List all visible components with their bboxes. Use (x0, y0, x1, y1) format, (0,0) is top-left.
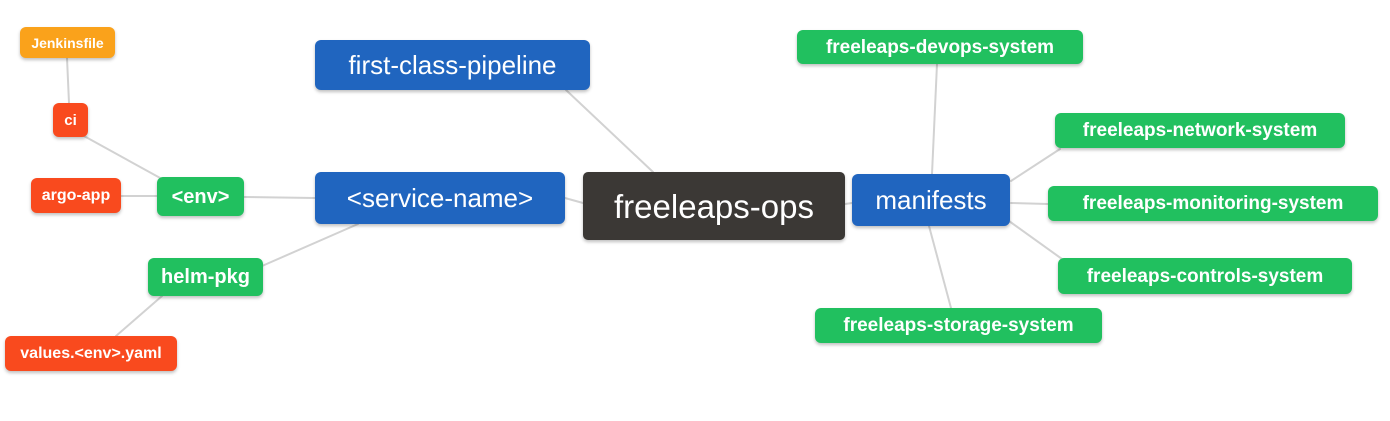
edge-manifests-devops-system (931, 63, 938, 175)
edge-service-name-helm-pkg (261, 223, 359, 267)
edge-jenkinsfile-ci (66, 57, 70, 104)
node-label: freeleaps-network-system (1082, 120, 1318, 141)
node-label: helm-pkg (161, 266, 250, 288)
node-label: values.<env>.yaml (20, 344, 162, 362)
node-argo-app[interactable]: argo-app (31, 178, 121, 213)
node-freeleaps-network-system[interactable]: freeleaps-network-system (1055, 113, 1345, 148)
node-ci[interactable]: ci (53, 103, 88, 137)
node-freeleaps-storage-system[interactable]: freeleaps-storage-system (815, 308, 1102, 343)
node-freeleaps-ops[interactable]: freeleaps-ops (583, 172, 845, 240)
node-label: freeleaps-monitoring-system (1082, 193, 1344, 214)
node-first-class-pipeline[interactable]: first-class-pipeline (315, 40, 590, 90)
edge-first-class-pipeline-freeleaps-ops (565, 89, 654, 173)
edge-env-service-name (243, 196, 316, 199)
node-jenkinsfile[interactable]: Jenkinsfile (20, 27, 115, 58)
edge-freeleaps-ops-manifests (844, 202, 853, 205)
node-label: argo-app (41, 186, 111, 204)
node-helm-pkg[interactable]: helm-pkg (148, 258, 263, 296)
edge-manifests-storage-system (928, 225, 952, 309)
node-label: Jenkinsfile (31, 34, 104, 51)
node-label: freeleaps-controls-system (1086, 265, 1324, 287)
node-label: freeleaps-devops-system (825, 36, 1055, 58)
node-label: ci (64, 111, 77, 129)
node-label: freeleaps-ops (614, 187, 814, 225)
node-service-name[interactable]: <service-name> (315, 172, 565, 224)
edge-service-name-freeleaps-ops (564, 197, 584, 204)
edge-manifests-monitoring-system (1010, 202, 1049, 205)
node-label: freeleaps-storage-system (843, 315, 1074, 336)
node-manifests[interactable]: manifests (852, 174, 1010, 226)
edge-helm-pkg-values-env-yaml (115, 295, 163, 337)
node-env[interactable]: <env> (157, 177, 244, 216)
node-label: <env> (171, 185, 230, 208)
node-freeleaps-controls-system[interactable]: freeleaps-controls-system (1058, 258, 1352, 294)
node-freeleaps-monitoring-system[interactable]: freeleaps-monitoring-system (1048, 186, 1378, 221)
edge-ci-env (83, 135, 163, 180)
node-label: <service-name> (346, 183, 534, 213)
edge-manifests-controls-system (1008, 220, 1063, 260)
node-values-env-yaml[interactable]: values.<env>.yaml (5, 336, 177, 371)
edge-manifests-network-system (1010, 148, 1061, 182)
node-label: first-class-pipeline (348, 50, 557, 80)
node-freeleaps-devops-system[interactable]: freeleaps-devops-system (797, 30, 1083, 64)
node-label: manifests (875, 185, 987, 215)
